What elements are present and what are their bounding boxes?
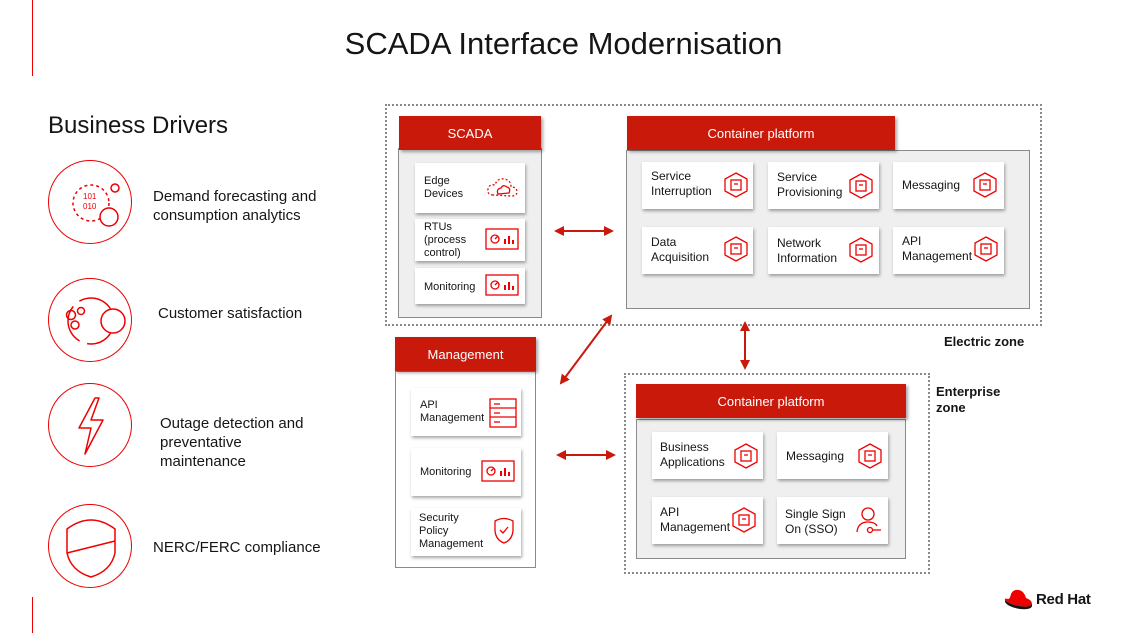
electric-zone-label: Electric zone: [944, 334, 1025, 349]
scada-header: SCADA: [399, 116, 541, 150]
management-item-security-policy[interactable]: Security Policy Management: [411, 508, 521, 556]
card-label: API Management: [420, 399, 485, 424]
card-label: Monitoring: [420, 466, 472, 478]
driver-label-compliance: NERC/FERC compliance: [153, 539, 321, 556]
accent-line-top: [32, 0, 33, 76]
container-icon: [732, 507, 756, 533]
management-item-monitoring[interactable]: Monitoring: [411, 448, 521, 496]
shield-icon: [48, 504, 132, 588]
electric-item-data-acquisition[interactable]: Data Acquisition: [642, 227, 753, 274]
card-label: Data Acquisition: [651, 235, 710, 264]
container-icon: [974, 236, 998, 262]
business-drivers-heading: Business Drivers: [48, 112, 229, 139]
driver-label-customer: Customer satisfaction: [158, 305, 303, 322]
electric-item-network-information[interactable]: Network Information: [768, 227, 879, 274]
accent-line-bottom: [32, 597, 33, 633]
scada-item-edge-devices[interactable]: Edge Devices: [415, 163, 525, 213]
electric-platform-header: Container platform: [627, 116, 895, 150]
electric-item-service-provisioning[interactable]: Service Provisioning: [768, 162, 879, 209]
card-label: Business Applications: [660, 440, 725, 469]
card-label: Edge Devices: [424, 175, 464, 200]
cloud-icon: [487, 178, 518, 197]
dashboard-icon: [481, 460, 515, 482]
enterprise-item-business-applications[interactable]: Business Applications: [652, 432, 763, 479]
lightning-icon: [48, 383, 132, 467]
card-label: Messaging: [786, 449, 845, 463]
api-list-icon: [489, 398, 517, 428]
card-label: RTUs (process control): [424, 221, 467, 259]
container-icon: [849, 237, 873, 263]
user-key-icon: [856, 507, 881, 534]
electric-zone: [385, 104, 1042, 326]
driver-label-outage: Outage detection and preventative mainte…: [160, 415, 304, 470]
shield-check-icon: [494, 517, 514, 544]
card-label: API Management: [660, 505, 731, 534]
card-label: Network Information: [777, 236, 838, 265]
scada-item-monitoring[interactable]: Monitoring: [415, 268, 525, 304]
svg-text:101: 101: [83, 192, 97, 201]
management-header: Management: [395, 337, 536, 371]
container-icon: [724, 236, 748, 262]
enterprise-item-messaging[interactable]: Messaging: [777, 432, 888, 479]
enterprise-zone-label: Enterprise zone: [936, 384, 1001, 415]
card-label: Service Interruption: [651, 169, 712, 198]
container-icon: [734, 443, 758, 469]
electric-item-api-management[interactable]: API Management: [893, 227, 1004, 274]
card-label: Single Sign On (SSO): [785, 507, 846, 536]
page-title: SCADA Interface Modernisation: [344, 26, 783, 61]
driver-label-analytics: Demand forecasting and consumption analy…: [153, 188, 317, 224]
electric-item-messaging[interactable]: Messaging: [893, 162, 1004, 209]
customer-icon: [48, 278, 132, 362]
dashboard-icon: [485, 274, 519, 296]
electric-item-service-interruption[interactable]: Service Interruption: [642, 162, 753, 209]
container-icon: [858, 443, 882, 469]
red-hat-logo: Red Hat: [1002, 588, 1102, 612]
enterprise-zone: [624, 373, 930, 574]
management-item-api-management[interactable]: API Management: [411, 388, 521, 436]
card-label: Messaging: [902, 178, 961, 192]
container-icon: [849, 173, 873, 199]
red-hat-icon: [1004, 589, 1032, 610]
container-icon: [724, 172, 748, 198]
analytics-icon: 101 010: [48, 160, 132, 244]
brand-name: Red Hat: [1036, 591, 1091, 608]
enterprise-item-api-management[interactable]: API Management: [652, 497, 763, 544]
enterprise-item-sso[interactable]: Single Sign On (SSO): [777, 497, 888, 544]
dashboard-icon: [485, 228, 519, 250]
arrow-management-electric: [559, 314, 613, 385]
scada-item-rtus[interactable]: RTUs (process control): [415, 219, 525, 261]
card-label: Monitoring: [424, 281, 476, 293]
card-label: API Management: [902, 234, 973, 263]
svg-text:010: 010: [83, 202, 97, 211]
card-label: Security Policy Management: [419, 512, 484, 550]
container-icon: [973, 172, 997, 198]
card-label: Service Provisioning: [777, 170, 843, 199]
enterprise-platform-header: Container platform: [636, 384, 906, 418]
